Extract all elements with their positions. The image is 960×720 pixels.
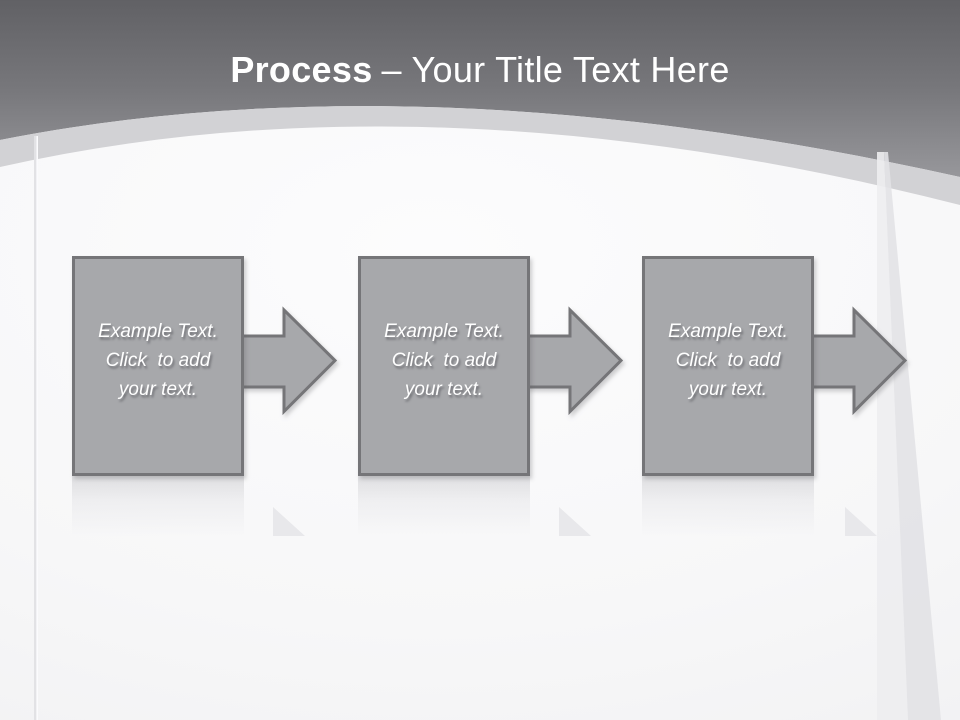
right-wedge-accent-dark [884,152,941,720]
right-arrow-shape [239,306,338,416]
box-reflection [642,468,814,540]
process-step-box-2[interactable]: Example Text. Click to add your text. [358,256,530,476]
right-arrow-shape [809,306,908,416]
step-text-line: Click to add [105,349,211,371]
box-reflection [358,468,530,540]
title-rest: – Your Title Text Here [381,49,730,90]
right-arrow-shape [525,306,624,416]
arrow-reflection-3 [845,507,877,536]
process-arrow-icon[interactable] [525,306,624,416]
step-text-line: Click to add [391,349,497,371]
process-arrow-icon[interactable] [809,306,908,416]
step-text-line: Example Text. [668,320,788,342]
step-text-line: your text. [404,378,484,400]
process-arrow-icon[interactable] [239,306,338,416]
box-reflection [72,468,244,540]
left-accent-line [34,136,37,720]
header-curve-band [0,106,960,205]
step-text-line: Example Text. [98,320,218,342]
process-step-box-3[interactable]: Example Text. Click to add your text. [642,256,814,476]
title-emphasis: Process [230,49,373,90]
process-step-box-1[interactable]: Example Text. Click to add your text. [72,256,244,476]
step-text-line: your text. [688,378,768,400]
arrow-reflection-1 [273,507,305,536]
step-text-line: your text. [118,378,198,400]
right-wedge-accent-light [877,152,908,720]
left-accent-highlight [36,136,38,720]
arrow-reflection-2 [559,507,591,536]
step-text-line: Click to add [675,349,781,371]
slide-title[interactable]: Process– Your Title Text Here [0,47,960,93]
step-text-line: Example Text. [384,320,504,342]
